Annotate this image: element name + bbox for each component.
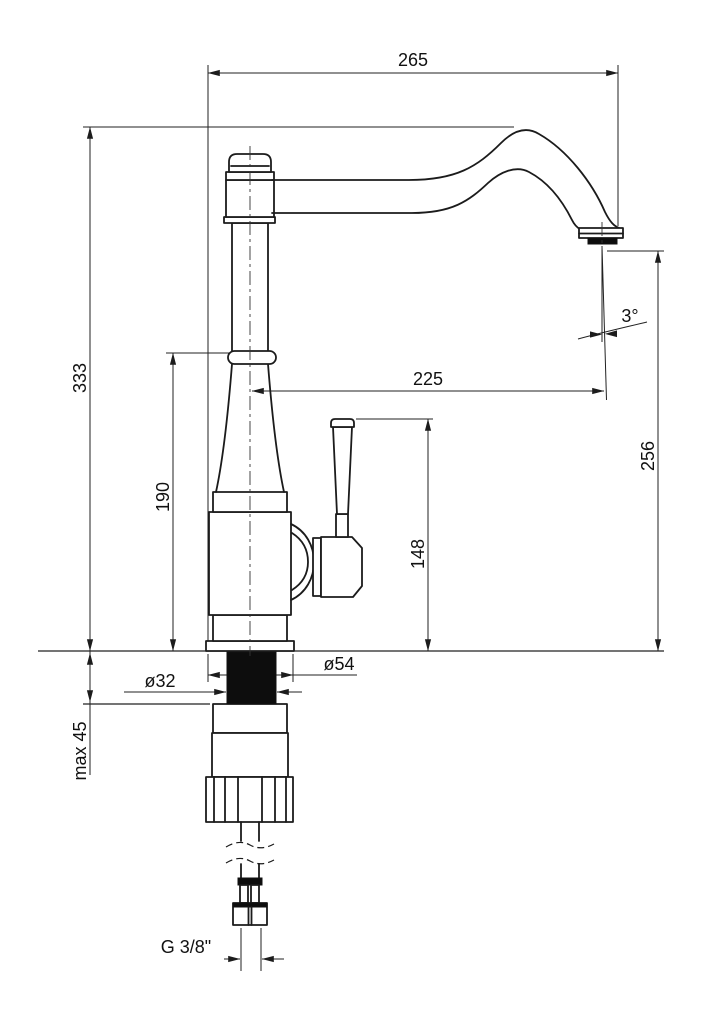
mounting-nut-body	[211, 732, 289, 778]
dim-225-label: 225	[413, 369, 443, 389]
valve-boss-inner	[291, 532, 309, 591]
angle-arrow-right	[604, 330, 617, 338]
dim-265-label: 265	[398, 50, 428, 70]
lever-top-cap	[330, 418, 355, 428]
angle-arc	[577, 321, 648, 340]
hex-nut-facets	[247, 906, 253, 926]
dim-angle-label: 3°	[621, 306, 638, 326]
connector-collar	[237, 877, 263, 886]
break-line-lower	[225, 857, 275, 865]
spout-top-edge	[271, 129, 620, 229]
break-line-upper	[225, 841, 275, 849]
column-collar-ring	[227, 350, 277, 365]
dim-dia54-label: ø54	[323, 654, 354, 674]
lever-stem	[335, 513, 349, 538]
body-cone	[215, 363, 285, 493]
hex-nut-top-band	[232, 902, 268, 908]
aerator	[587, 237, 618, 245]
valve-cartridge-flange	[312, 537, 322, 597]
supply-hose-lower	[240, 863, 260, 879]
angle-arrow-left	[590, 331, 602, 338]
mounting-washer	[212, 703, 288, 734]
dim-190-label: 190	[153, 482, 173, 512]
faucet-outline	[205, 129, 624, 705]
dim-148-label: 148	[408, 539, 428, 569]
valve-body	[320, 536, 363, 598]
lever-arm	[332, 426, 353, 515]
dim-256-label: 256	[638, 441, 658, 471]
dim-max45-label: max 45	[70, 721, 90, 780]
dim-333-label: 333	[70, 363, 90, 393]
dim-dia32-label: ø32	[144, 671, 175, 691]
top-cap	[228, 153, 272, 173]
water-stream-line	[601, 245, 607, 401]
connector-nipple-left	[239, 884, 249, 904]
mounting-nut-castellated	[205, 776, 294, 823]
centerlines	[249, 146, 603, 656]
dim-thread-label: G 3/8"	[161, 937, 211, 957]
mounting-hardware	[205, 703, 294, 926]
spout-bottom-edge	[271, 168, 581, 230]
connector-nipple-right	[250, 884, 260, 904]
shank-gasket	[226, 651, 277, 705]
dimension-annotations: 265 333 190 225 148 256 max 45 ø54	[38, 50, 664, 971]
supply-hose-upper	[240, 821, 260, 842]
castellation-slots	[213, 776, 287, 823]
